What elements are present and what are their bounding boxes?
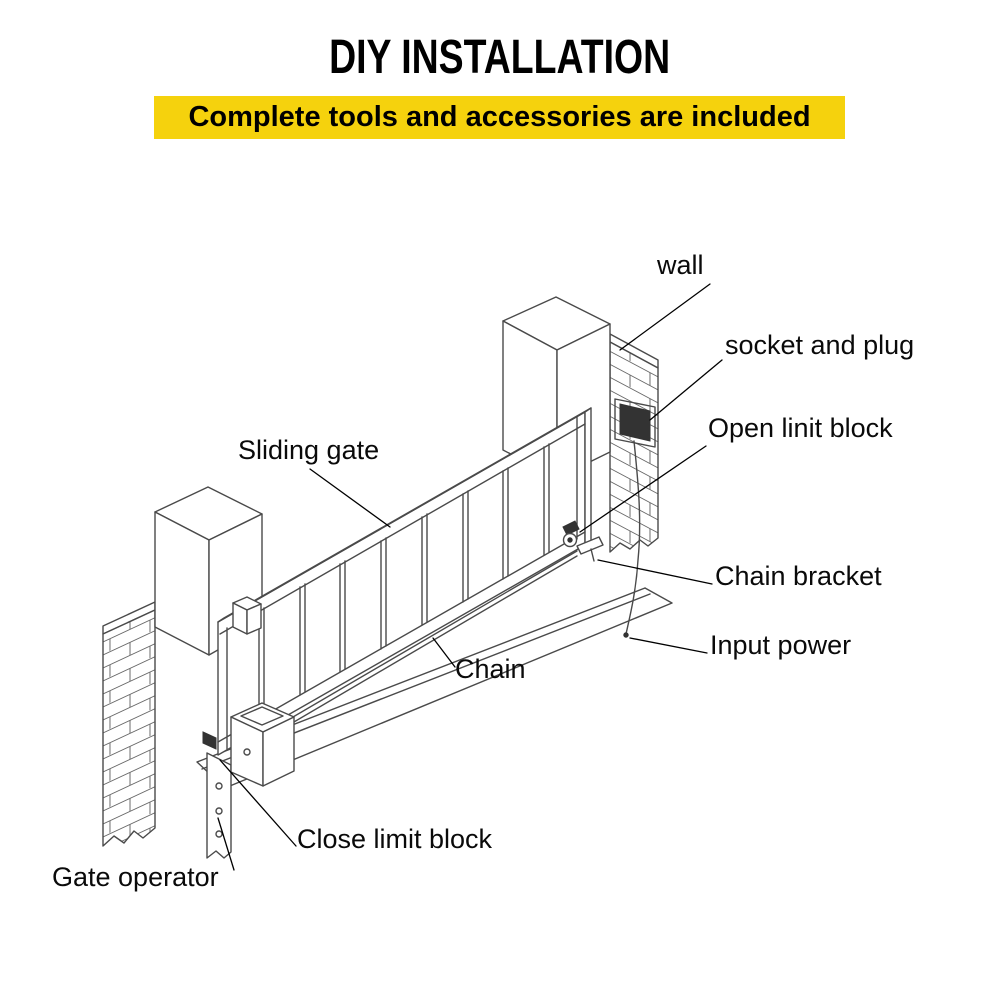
page-title: DIY INSTALLATION <box>0 31 1000 84</box>
chain-drawing <box>239 550 578 754</box>
label-input-power: Input power <box>710 630 852 660</box>
input-power-cable <box>625 440 641 635</box>
close-limit-block-drawing <box>202 731 217 750</box>
label-sliding-gate: Sliding gate <box>238 435 380 465</box>
label-chain: Chain <box>455 654 526 684</box>
leader-input-power <box>629 637 708 654</box>
chain-bracket-drawing <box>576 536 604 555</box>
label-socket-and-plug: socket and plug <box>725 330 915 360</box>
socket-drawing <box>614 398 656 638</box>
leader-chain <box>432 637 456 668</box>
ground-track-drawing <box>196 587 673 789</box>
leader-lines <box>217 283 723 871</box>
sliding-gate-drawing <box>217 407 592 756</box>
leader-close-limit-block <box>219 759 297 847</box>
label-gate-operator: Gate operator <box>52 862 219 892</box>
leader-wall <box>619 283 711 351</box>
left-wall-drawing <box>102 601 156 847</box>
page-title-text: DIY INSTALLATION <box>329 31 671 84</box>
label-close-limit-block: Close limit block <box>297 824 493 854</box>
gate-bracket-drawing <box>232 596 262 635</box>
label-wall: wall <box>657 250 704 280</box>
leader-gate-operator <box>217 817 235 871</box>
leader-chain-bracket <box>597 559 713 585</box>
label-open-limit-block: Open linit block <box>708 413 893 443</box>
leader-socket-and-plug <box>649 359 723 421</box>
open-limit-block-drawing <box>562 520 604 562</box>
label-chain-bracket: Chain bracket <box>715 561 882 591</box>
gate-bars <box>258 443 550 720</box>
subtitle-banner: Complete tools and accessories are inclu… <box>154 96 845 139</box>
leader-sliding-gate <box>309 468 391 528</box>
leader-open-limit-block <box>579 445 707 533</box>
gate-operator-drawing <box>202 702 295 859</box>
subtitle-text: Complete tools and accessories are inclu… <box>188 101 811 133</box>
